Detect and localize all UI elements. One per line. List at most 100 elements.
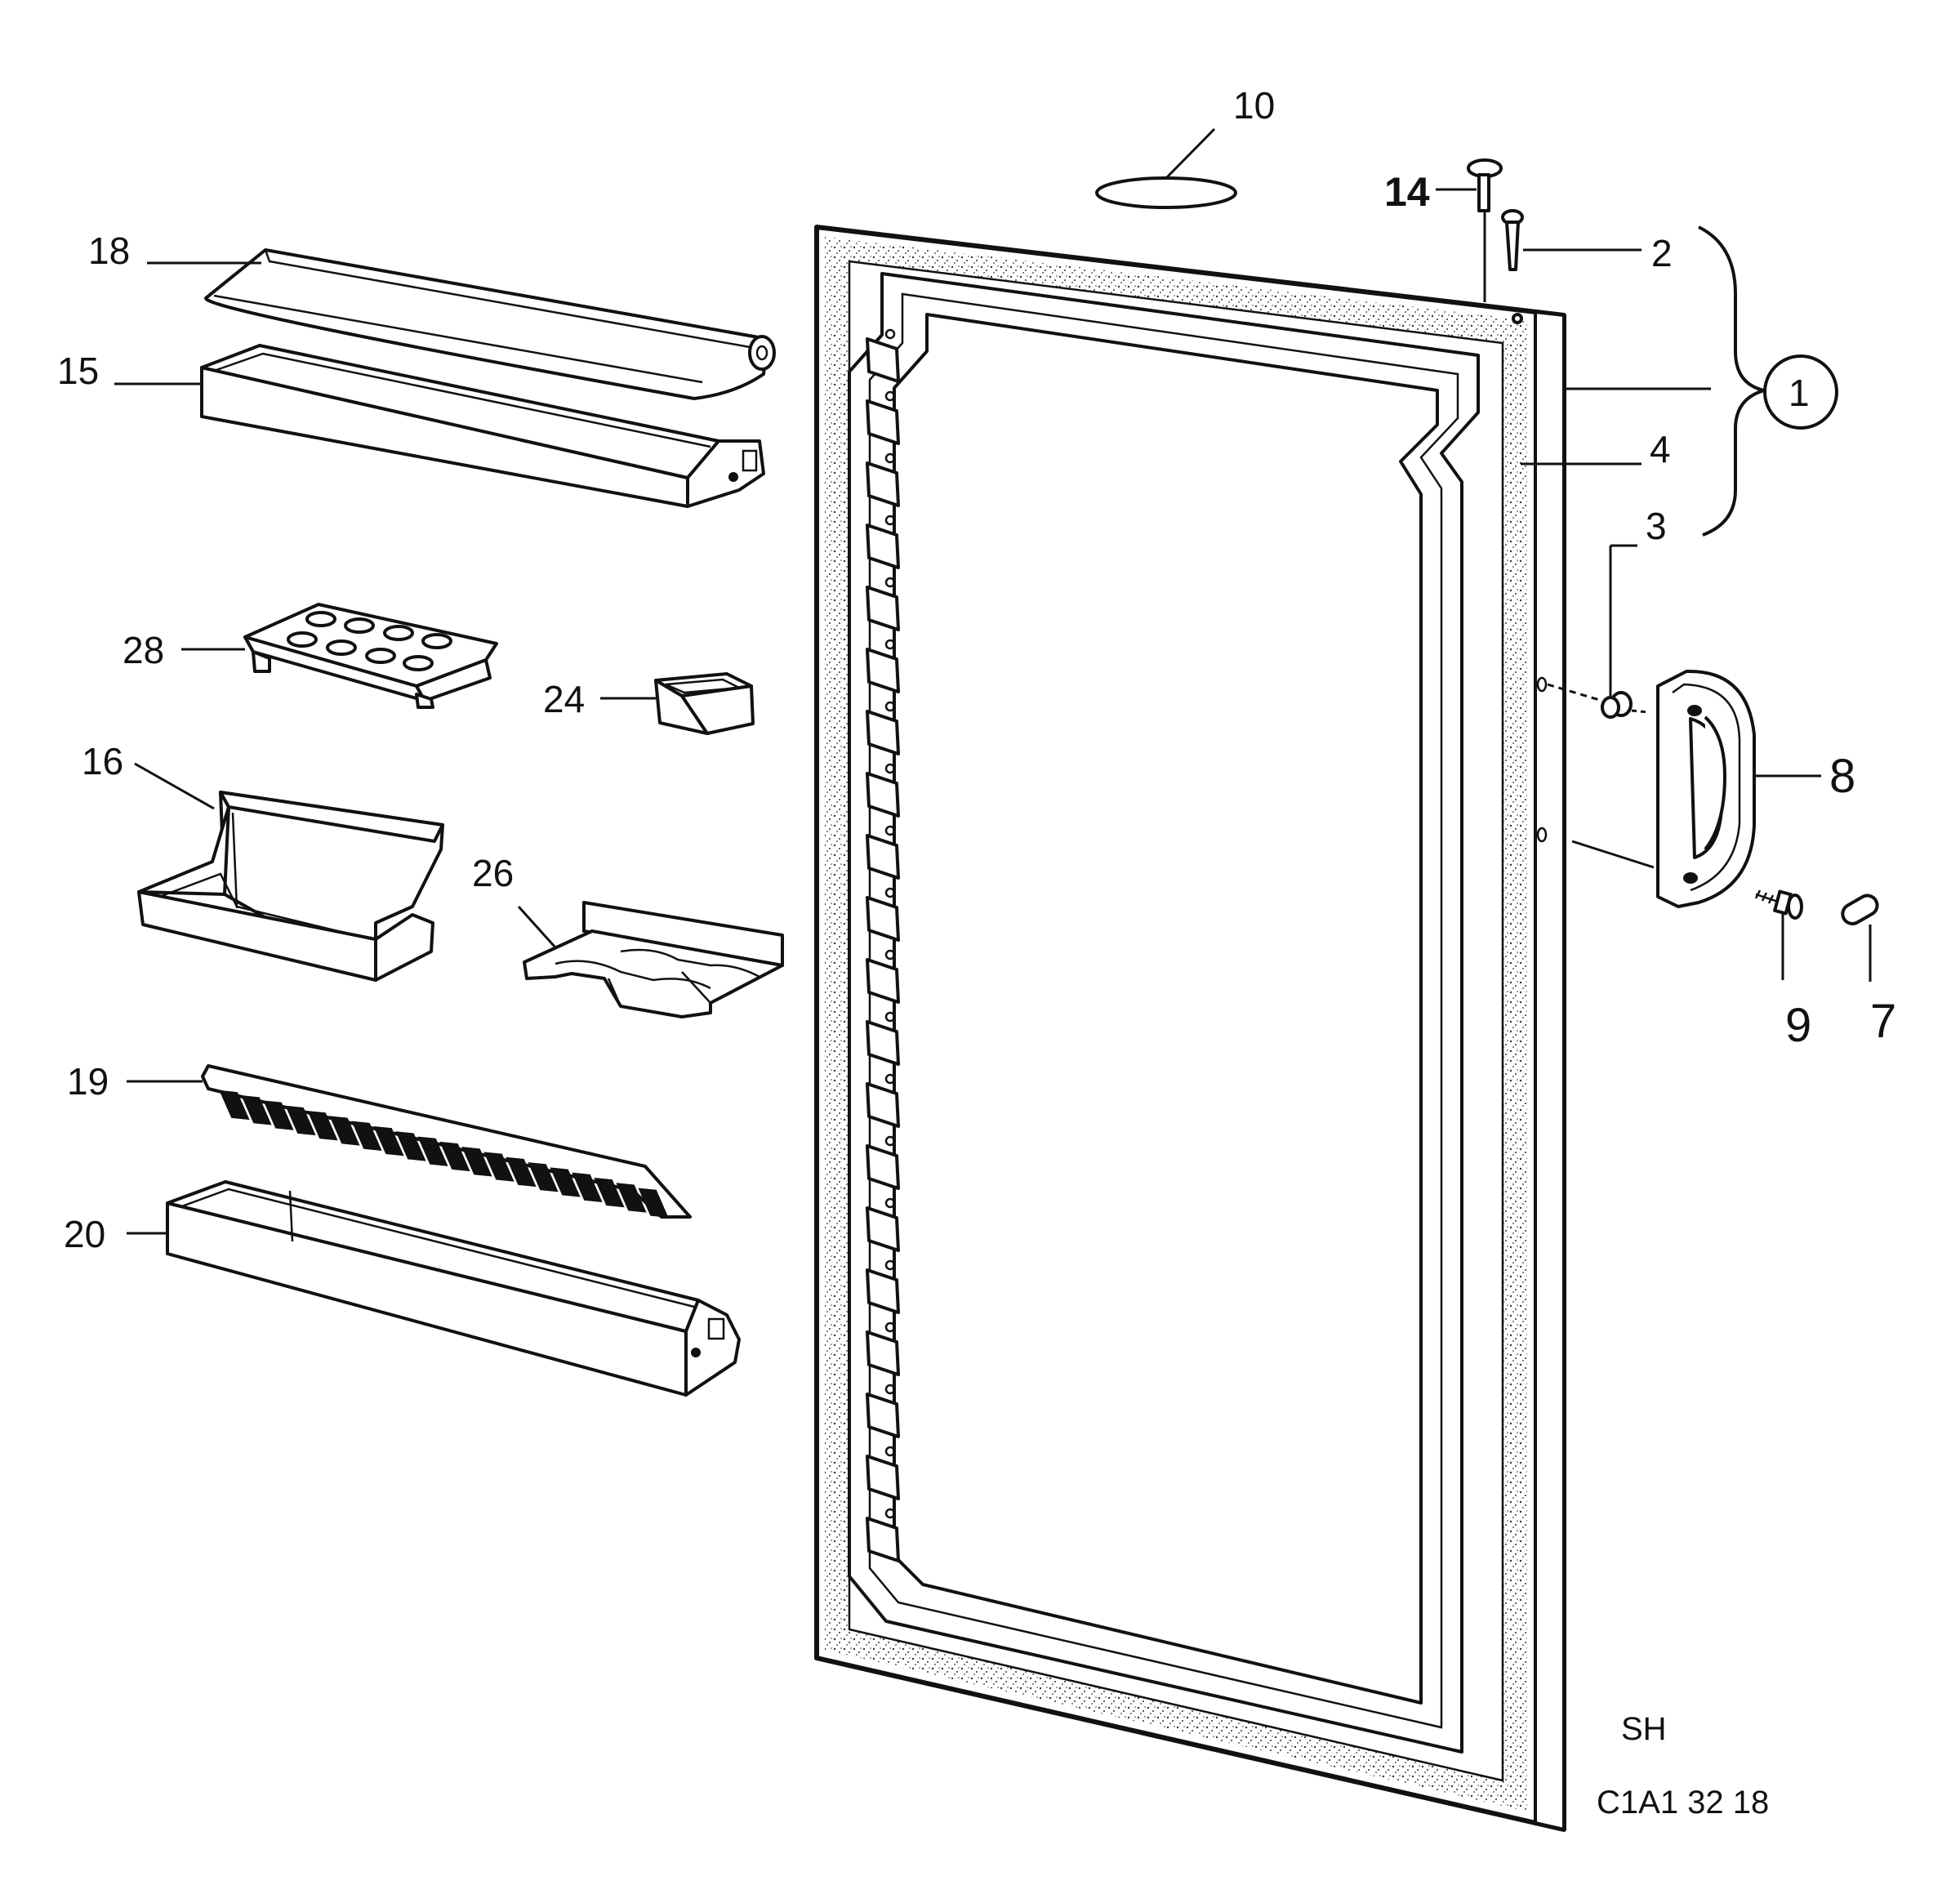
ladder-hole [884, 1259, 896, 1271]
series-code: SH [1621, 1711, 1667, 1747]
grille-slat [439, 1141, 470, 1172]
part-18-shelf-lid [203, 248, 776, 400]
ladder-rung [866, 710, 900, 755]
label-1: 1 [1788, 372, 1810, 414]
ladder-rung [866, 1144, 900, 1190]
ladder-hole [884, 1197, 896, 1209]
grille-slat [307, 1111, 338, 1141]
door-insulation-band [825, 237, 1527, 1812]
ladder-rung [866, 461, 900, 507]
label-7: 7 [1870, 995, 1896, 1048]
ladder-hole [884, 887, 896, 898]
grille-slat [638, 1188, 669, 1218]
part-7-cap [1841, 894, 1879, 925]
ladder-hole [884, 1135, 896, 1147]
label-4: 4 [1650, 428, 1671, 470]
ladder-hole [884, 639, 896, 650]
ladder-hole [884, 1321, 896, 1333]
grille-slat [219, 1090, 250, 1121]
handle-hole-top [1536, 676, 1548, 693]
part-24-cup [654, 672, 755, 735]
label-20: 20 [64, 1213, 105, 1255]
ladder-hole [884, 452, 896, 464]
ladder-rung [866, 337, 900, 383]
ladder-rung [866, 399, 900, 445]
part-8-handle [1656, 669, 1756, 908]
label-24: 24 [543, 678, 585, 720]
part-14-hinge-pin [1467, 158, 1503, 212]
part-28-egg-tray [243, 603, 498, 709]
label-2: 2 [1651, 232, 1673, 274]
ladder-hole [884, 1508, 896, 1519]
grille-slats [219, 1090, 669, 1218]
label-26: 26 [472, 852, 514, 894]
ladder-rung [866, 772, 900, 818]
ladder-rung [866, 896, 900, 942]
ladder-rung [866, 648, 900, 693]
part-3-spacer [1601, 691, 1633, 719]
ladder-rung [866, 1455, 900, 1500]
ladder-rung [866, 524, 900, 569]
leader-3-handle [1631, 709, 1649, 714]
grille-slat [241, 1095, 272, 1125]
grille-slat [528, 1162, 559, 1192]
grille-slat [594, 1177, 625, 1208]
group-brace [1698, 225, 1765, 537]
ladder-hole [884, 825, 896, 836]
label-10: 10 [1233, 84, 1275, 127]
ladder-hole [884, 328, 896, 340]
part-19-rack-lid [201, 1064, 692, 1219]
ladder-hole [884, 390, 896, 402]
part-2-screw [1501, 209, 1524, 271]
callout-labels: 10 14 2 1 4 3 8 9 7 18 15 28 24 16 26 19… [57, 84, 1896, 1821]
drawing-code: C1A1 32 18 [1597, 1785, 1769, 1821]
label-28: 28 [122, 629, 164, 671]
door-pin-hole [1512, 313, 1523, 324]
part-20-bottom-tray [166, 1180, 741, 1397]
ladder-rung [866, 1393, 900, 1438]
ladder-hole [884, 701, 896, 712]
ladder-hole [884, 577, 896, 588]
ladder-hole [884, 949, 896, 960]
leader-handle-bottom [1571, 840, 1655, 869]
grille-slat [285, 1105, 316, 1136]
part-16-bottle-rack [137, 791, 444, 982]
part-9-screw [1754, 889, 1803, 920]
grille-slat [351, 1121, 382, 1151]
leader-3-hole [1547, 683, 1603, 702]
ladder-rung [866, 958, 900, 1004]
part-15-shelf-tray [200, 344, 765, 508]
ladder-rung [866, 1020, 900, 1066]
label-16: 16 [82, 740, 123, 782]
ladder-rung [866, 1268, 900, 1314]
grille-slat [263, 1100, 294, 1130]
ladder-hole [884, 1011, 896, 1023]
grille-slat [373, 1125, 404, 1157]
grille-slat [395, 1131, 426, 1161]
label-3: 3 [1646, 505, 1667, 547]
label-19: 19 [67, 1060, 109, 1103]
leader-lines [114, 127, 1872, 1235]
grille-slat [572, 1172, 603, 1202]
handle-hole-bottom [1536, 827, 1548, 843]
label-14: 14 [1384, 169, 1430, 215]
grille-slat [461, 1147, 492, 1177]
ladder-hole [884, 515, 896, 526]
ladder-rung [866, 834, 900, 880]
label-15: 15 [57, 350, 99, 392]
grille-slat [417, 1136, 448, 1166]
grille-slat [483, 1152, 514, 1182]
part-10-plug [1095, 176, 1237, 209]
door-side-edge [1534, 310, 1566, 1831]
grille-slat [329, 1116, 360, 1146]
label-8: 8 [1829, 750, 1855, 803]
ladder-hole [884, 1384, 896, 1395]
ladder-rung [866, 1517, 900, 1562]
group-1-circle [1763, 354, 1838, 430]
grille-slat [616, 1183, 647, 1213]
ladder-hole [884, 1446, 896, 1457]
shelf-support-ladder [866, 328, 900, 1562]
grille-slat [506, 1157, 537, 1188]
ladder-hole [884, 763, 896, 774]
